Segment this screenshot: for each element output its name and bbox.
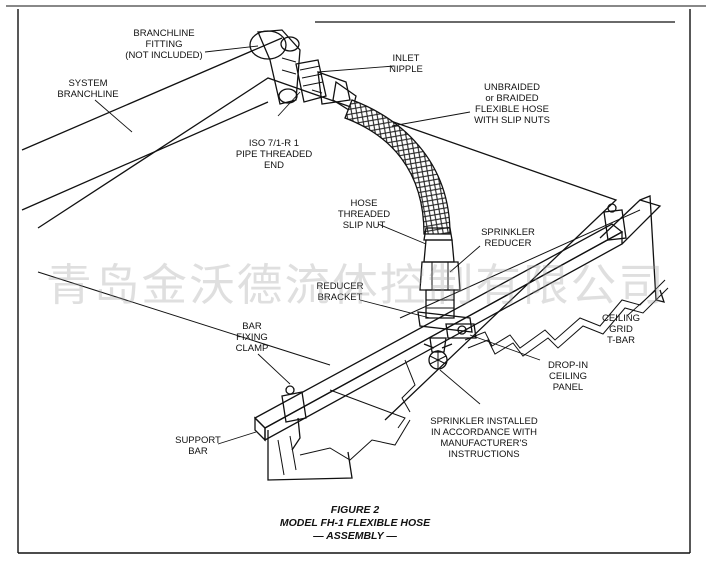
label-sprinkler-reducer: SPRINKLER REDUCER [481,227,535,249]
label-line: SPRINKLER INSTALLED [430,416,538,427]
label-line: SLIP NUT [343,220,386,231]
label-sprinkler-note: SPRINKLER INSTALLED IN ACCORDANCE WITH M… [430,416,538,460]
label-bar-fixing-clamp: BAR FIXING CLAMP [236,321,269,354]
label-line: BAR [188,446,208,457]
label-branchline-fitting: BRANCHLINE FITTING (NOT INCLUDED) [125,28,202,61]
system-branchline-pipe [21,21,675,211]
label-line: PANEL [553,382,583,393]
label-line: FITTING [146,39,183,50]
grid-clamp [603,203,627,241]
label-line: UNBRAIDED [484,82,540,93]
label-line: REDUCER [485,238,532,249]
label-line: REDUCER [317,281,364,292]
label-line: or BRAIDED [485,93,538,104]
label-support-bar: SUPPORT BAR [175,435,221,457]
label-line: ISO 7/1-R 1 [249,138,299,149]
label-line: DROP-IN [548,360,588,371]
label-system-branchline: SYSTEM BRANCHLINE [57,78,118,100]
label-line: (NOT INCLUDED) [125,50,202,61]
label-line: FLEXIBLE HOSE [475,104,549,115]
label-line: END [264,160,284,171]
label-line: BRANCHLINE [133,28,194,39]
bar-fixing-clamp [281,385,307,451]
label-iso-thread: ISO 7/1-R 1 PIPE THREADED END [236,138,313,171]
label-line: CEILING [549,371,587,382]
caption-subtitle: — ASSEMBLY — [312,530,397,542]
inlet-nipple [295,59,351,105]
figure-caption: FIGURE 2 MODEL FH-1 FLEXIBLE HOSE — ASSE… [280,504,431,542]
sprinkler-head [423,337,453,370]
label-line: SYSTEM [68,78,107,89]
support-bar [253,199,662,442]
label-line: NIPPLE [389,64,423,75]
label-line: MANUFACTURER'S [440,438,527,449]
label-line: PIPE THREADED [236,149,313,160]
label-line: WITH SLIP NUTS [474,115,550,126]
caption-title: MODEL FH-1 FLEXIBLE HOSE [280,517,431,529]
label-line: SUPPORT [175,435,221,446]
label-line: CEILING [602,313,640,324]
label-line: BRACKET [318,292,363,303]
reducer-bracket [417,311,477,339]
label-line: BRANCHLINE [57,89,118,100]
caption-figure-number: FIGURE 2 [331,504,380,516]
label-line: GRID [609,324,633,335]
label-line: INLET [393,53,420,64]
label-line: SPRINKLER [481,227,535,238]
label-ceiling-panel: DROP-IN CEILING PANEL [548,360,588,393]
label-line: FIXING [236,332,268,343]
branchline-fitting [249,29,301,105]
label-line: HOSE [351,198,378,209]
label-line: BAR [242,321,262,332]
label-hose-slip-nut: HOSE THREADED SLIP NUT [338,198,390,231]
label-line: T-BAR [607,335,635,346]
watermark-text: 青岛金沃德流体控制有限公司 [46,260,666,311]
label-reducer-bracket: REDUCER BRACKET [317,281,364,303]
label-inlet-nipple: INLET NIPPLE [389,53,423,75]
ceiling-panel [299,279,669,461]
label-line: INSTRUCTIONS [448,449,519,460]
label-ceiling-grid: CEILING GRID T-BAR [602,313,640,346]
page-frame [6,5,706,554]
label-line: IN ACCORDANCE WITH [431,427,537,438]
label-line: CLAMP [236,343,269,354]
ceiling-grid-t-bar [267,195,665,481]
leader-lines [94,45,657,445]
sprinkler-reducer [419,239,461,319]
label-line: THREADED [338,209,390,220]
label-hose-type: UNBRAIDED or BRAIDED FLEXIBLE HOSE WITH … [474,82,550,126]
